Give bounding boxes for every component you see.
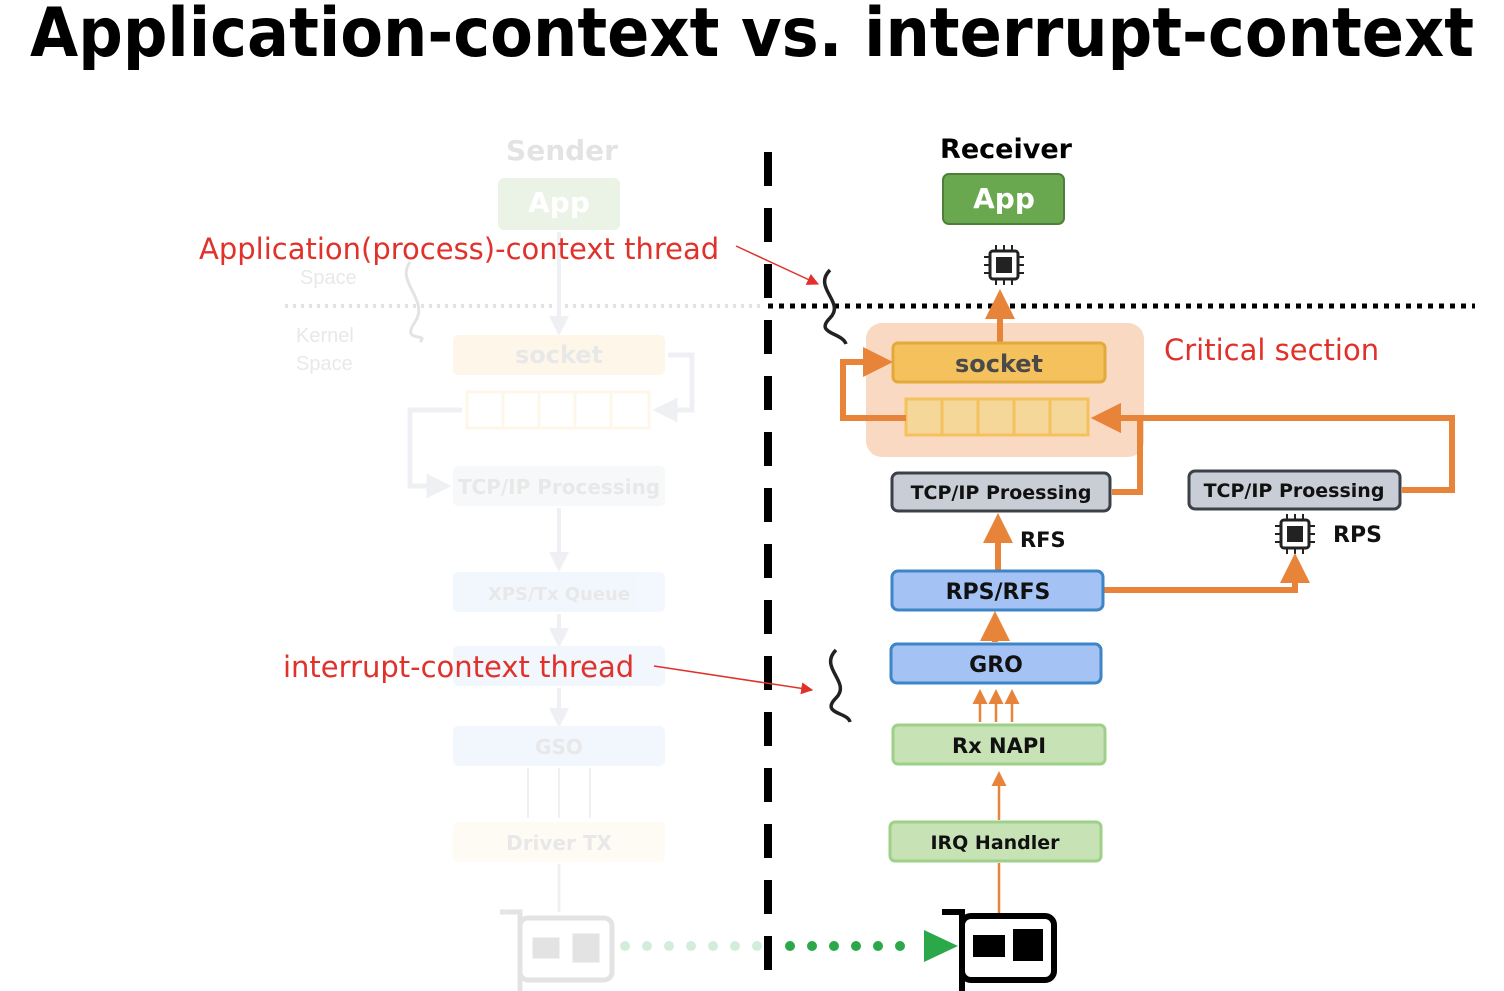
app-thread-pointer — [735, 245, 820, 285]
receiver-remote-tcpip-label: TCP/IP Proessing — [1204, 480, 1385, 502]
receiver-nic-icon — [942, 909, 1057, 991]
arrow-queue-to-socket — [840, 347, 906, 421]
receiver-app-box — [942, 173, 1065, 225]
arrows-napi-to-gro — [972, 689, 1020, 722]
arrow-remote-tcpip-to-queue — [1091, 403, 1455, 493]
receiver-tcpip-label: TCP/IP Proessing — [911, 482, 1092, 504]
receiver-irq-label: IRQ Handler — [930, 832, 1060, 854]
irq-thread-annotation: interrupt-context thread — [283, 650, 634, 684]
receive-queue — [904, 397, 1090, 437]
sender-user-space-label: Space — [300, 267, 357, 289]
sender-header: Sender — [506, 134, 618, 167]
app-thread-annotation: Application(process)-context thread — [199, 232, 719, 266]
sender-kernel-label-1: Kernel — [296, 325, 354, 347]
sender-tcpip-label: TCP/IP Processing — [458, 475, 660, 499]
sender-loop-left — [407, 407, 462, 499]
rps-tag: RPS — [1333, 523, 1382, 548]
receiver-socket-label: socket — [955, 350, 1043, 378]
sender-gso-box — [453, 726, 665, 766]
receiver-header: Receiver — [940, 134, 1073, 165]
arrow-rpsrfs-to-rps — [1104, 553, 1310, 593]
sender-xps-box — [453, 572, 665, 612]
page-title: Application-context vs. interrupt-contex… — [30, 0, 1474, 73]
critical-section-annotation: Critical section — [1164, 333, 1379, 367]
sender-socket-box — [453, 335, 665, 375]
app-thread-squiggle — [822, 268, 848, 345]
receiver-rps-rfs-label: RPS/RFS — [946, 580, 1051, 605]
irq-thread-pointer — [653, 665, 814, 695]
receiver-rx-napi-label: Rx NAPI — [952, 734, 1046, 758]
wire-link — [620, 930, 958, 962]
receiver-rx-napi-box — [891, 723, 1107, 766]
rps-cpu-chip-icon — [1275, 514, 1315, 554]
sender-app-box — [498, 178, 620, 230]
sender-xps-label: XPS/Tx Queue — [488, 584, 630, 605]
receiver-irq-box — [888, 820, 1103, 863]
cpu-chip-icon — [984, 245, 1024, 285]
receiver-app-label: App — [973, 182, 1035, 215]
irq-thread-squiggle — [828, 648, 852, 723]
sender-driver-label: Driver TX — [506, 831, 612, 855]
sender-q-box — [453, 646, 665, 686]
receiver-tcpip-box — [890, 471, 1112, 513]
sender-kernel-label-2: Space — [296, 353, 353, 375]
sender-queue — [465, 390, 651, 430]
rfs-tag: RFS — [1020, 528, 1066, 552]
receiver-socket-box — [891, 341, 1107, 384]
sender-tcpip-box — [453, 466, 665, 506]
receiver-gro-box — [889, 642, 1103, 685]
sender-socket-label: socket — [515, 341, 603, 369]
sender-nic-icon — [500, 909, 615, 991]
sender-stack: Sender App Space Kernel Space socket TCP… — [285, 134, 760, 991]
sender-driver-box — [453, 822, 665, 862]
sender-gso-label: GSO — [535, 735, 583, 759]
receiver-rps-rfs-box — [890, 569, 1105, 612]
sender-thread-squiggle — [404, 261, 424, 344]
receiver-remote-tcpip-box — [1187, 469, 1402, 511]
sender-app-label: App — [528, 186, 590, 219]
receiver-gro-label: GRO — [969, 653, 1023, 678]
sender-loop-right — [652, 352, 695, 423]
